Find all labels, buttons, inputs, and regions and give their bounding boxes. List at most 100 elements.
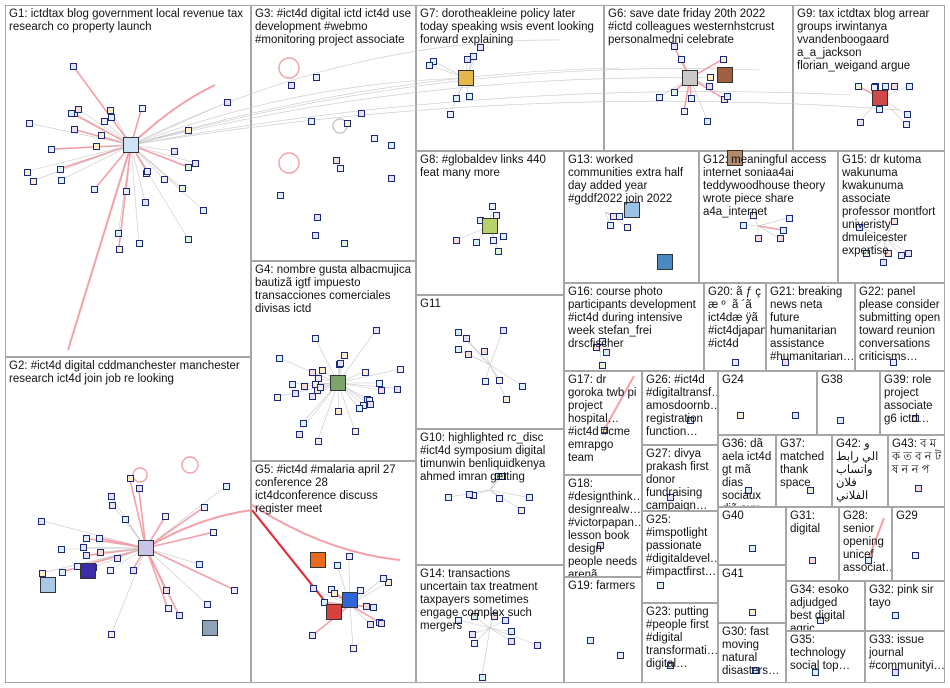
g1-node[interactable] xyxy=(185,163,193,171)
group-panel-g16[interactable]: G16: course photo participants developme… xyxy=(564,283,704,371)
g33-node[interactable] xyxy=(892,669,899,676)
g9-node[interactable] xyxy=(855,83,863,90)
group-panel-g35[interactable]: G35: technology social top… xyxy=(786,631,865,683)
g1-node[interactable] xyxy=(123,187,131,195)
g6-node[interactable] xyxy=(678,55,686,63)
g4-node[interactable] xyxy=(366,401,374,409)
g2-hub-node[interactable] xyxy=(138,540,154,556)
g3-node[interactable] xyxy=(313,213,321,221)
g9-node[interactable] xyxy=(906,83,914,90)
g11-node[interactable] xyxy=(480,347,488,355)
g11-node[interactable] xyxy=(455,328,463,336)
g6-node[interactable] xyxy=(671,88,679,96)
g6-node[interactable] xyxy=(724,92,732,100)
g2-node[interactable] xyxy=(196,561,204,569)
g5-node[interactable] xyxy=(345,553,353,561)
g14-node[interactable] xyxy=(455,616,463,624)
g23-node[interactable] xyxy=(667,662,674,669)
group-panel-g17[interactable]: G17: dr goroka twb pi project hospital… … xyxy=(564,371,642,475)
g2-node[interactable] xyxy=(38,517,46,525)
g4-node[interactable] xyxy=(356,405,364,413)
g4-node[interactable] xyxy=(275,354,283,362)
g2-node[interactable] xyxy=(95,534,103,542)
g13-node[interactable] xyxy=(623,223,631,231)
group-panel-g40[interactable]: G40 xyxy=(718,507,786,565)
g2-node[interactable] xyxy=(126,475,134,483)
g1-node[interactable] xyxy=(178,185,186,193)
g7-node[interactable] xyxy=(464,55,472,63)
g1-node[interactable] xyxy=(93,143,101,151)
g8-node[interactable] xyxy=(495,248,503,256)
group-panel-g6[interactable]: G6: save date friday 20th 2022 #ictd col… xyxy=(604,5,793,151)
group-panel-g43[interactable]: G43: ব ম ক ত ব ন ট ষ ন ন প xyxy=(888,435,945,507)
group-panel-g20[interactable]: G20: ã ƒ ç æ º ­ ã ´ã ict4dæ ÿã #ict4dja… xyxy=(704,283,766,371)
g2-node[interactable] xyxy=(203,601,211,609)
g2-node[interactable] xyxy=(106,567,114,575)
g39-node[interactable] xyxy=(912,415,919,422)
group-panel-g19[interactable]: G19: farmers xyxy=(564,577,642,683)
g1-node[interactable] xyxy=(75,106,83,114)
g2-node[interactable] xyxy=(122,516,130,524)
group-panel-g23[interactable]: G23: putting #people first #digital tran… xyxy=(642,603,718,683)
g3-node[interactable] xyxy=(277,191,285,199)
g2-node[interactable] xyxy=(200,504,208,512)
g2-node[interactable] xyxy=(96,548,104,556)
g13-node[interactable] xyxy=(607,221,615,229)
g2-node[interactable] xyxy=(223,483,230,490)
g14-node[interactable] xyxy=(501,617,509,625)
g2-node[interactable] xyxy=(164,604,172,612)
g9-node[interactable] xyxy=(890,83,898,90)
g6-node[interactable] xyxy=(707,74,715,81)
group-panel-g9[interactable]: G9: tax ictdtax blog arrear groups irwin… xyxy=(793,5,945,151)
g4-node[interactable] xyxy=(289,380,297,388)
g1-node[interactable] xyxy=(70,126,78,134)
g1-node[interactable] xyxy=(23,168,31,176)
g6-node[interactable] xyxy=(719,56,727,64)
g1-node[interactable] xyxy=(142,199,150,207)
g1-node[interactable] xyxy=(58,176,66,184)
g21-node[interactable] xyxy=(782,359,789,366)
g7-node[interactable] xyxy=(446,110,454,118)
g5-node[interactable] xyxy=(334,562,342,569)
g2-node[interactable] xyxy=(39,569,47,577)
g20-node[interactable] xyxy=(732,359,739,366)
g16-node[interactable] xyxy=(598,338,606,345)
g8-node[interactable] xyxy=(499,233,507,241)
g6-node[interactable] xyxy=(704,117,712,125)
g15-node[interactable] xyxy=(856,223,864,231)
g36-node[interactable] xyxy=(745,487,752,494)
g7-node[interactable] xyxy=(470,53,478,61)
g2-node[interactable] xyxy=(129,566,137,574)
g4-node[interactable] xyxy=(393,385,401,393)
g38-node[interactable] xyxy=(837,417,844,424)
g1-node[interactable] xyxy=(107,114,115,122)
g6-node[interactable] xyxy=(681,107,689,115)
g2-node[interactable] xyxy=(175,611,183,619)
group-panel-g18[interactable]: G18: #designthink… designrealw… #victorp… xyxy=(564,475,642,577)
g17-node[interactable] xyxy=(601,427,608,434)
g27-node[interactable] xyxy=(667,494,674,501)
g16-node[interactable] xyxy=(603,348,611,356)
g1-node[interactable] xyxy=(70,63,78,70)
g1-node[interactable] xyxy=(47,146,55,154)
g2-node[interactable] xyxy=(135,485,143,493)
g12-hub-node[interactable] xyxy=(727,150,743,166)
g7-node[interactable] xyxy=(426,62,434,70)
g1-node[interactable] xyxy=(115,245,123,253)
group-panel-g3[interactable]: G3: #ict4d digital ictd ict4d use develo… xyxy=(251,5,416,261)
g16-node[interactable] xyxy=(598,362,606,369)
group-panel-g15[interactable]: G15: dr kutoma wakunuma kwakunuma associ… xyxy=(838,151,945,283)
g10-node[interactable] xyxy=(465,490,473,498)
g4-node[interactable] xyxy=(291,390,299,398)
g12-node[interactable] xyxy=(785,214,793,222)
g5-node[interactable] xyxy=(378,620,386,628)
g32-node[interactable] xyxy=(892,612,899,619)
g30-node[interactable] xyxy=(752,667,759,674)
group-panel-g37[interactable]: G37: matched thank space xyxy=(776,435,832,507)
g3-node[interactable] xyxy=(332,157,340,165)
g1-node[interactable] xyxy=(184,127,192,135)
g28-node[interactable] xyxy=(865,557,872,564)
g9-node[interactable] xyxy=(856,118,864,126)
g11-node[interactable] xyxy=(465,351,473,359)
g4-node[interactable] xyxy=(312,335,320,343)
